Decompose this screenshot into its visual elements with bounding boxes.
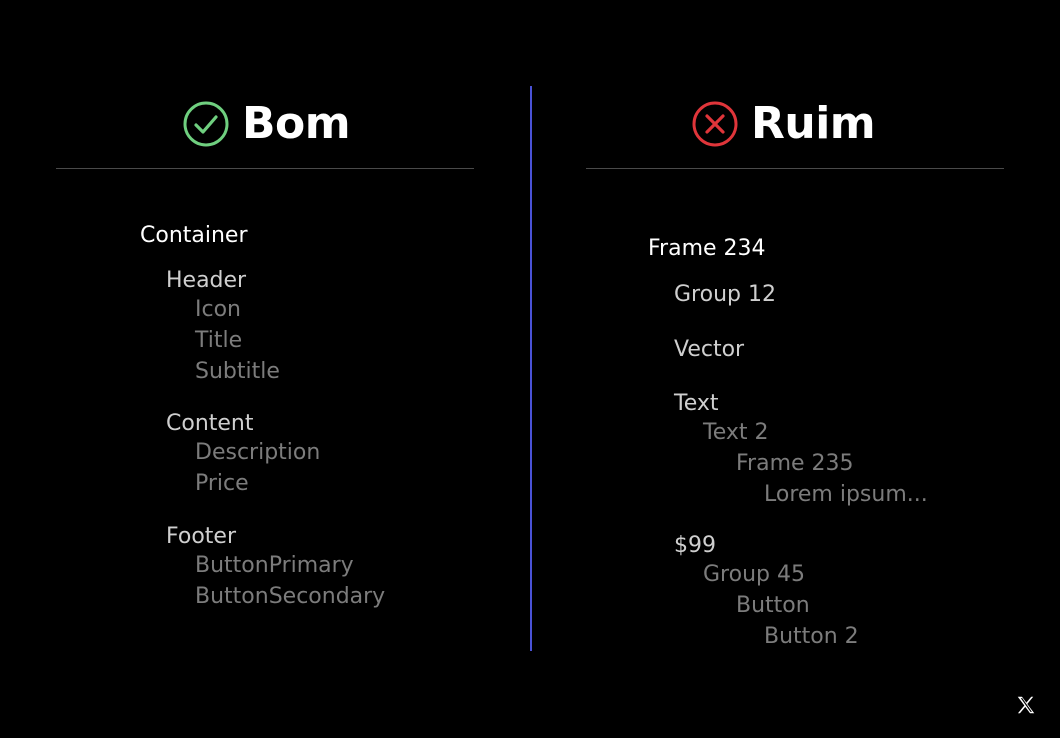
bad-item-vector: Vector <box>674 337 745 362</box>
bad-item-group-45: Group 45 <box>703 562 805 587</box>
bad-underline <box>586 168 1004 169</box>
good-item-button-primary: ButtonPrimary <box>195 553 354 578</box>
bad-item-text-2: Text 2 <box>703 420 769 445</box>
good-underline <box>56 168 474 169</box>
bad-item-group-12: Group 12 <box>674 282 776 307</box>
bad-item-button: Button <box>736 593 810 618</box>
good-group-content: Content <box>166 411 254 436</box>
x-circle-icon <box>692 101 738 147</box>
x-logo-icon <box>1017 696 1035 714</box>
good-group-footer: Footer <box>166 524 236 549</box>
bad-item-lorem: Lorem ipsum... <box>764 482 928 507</box>
good-title: Bom <box>242 98 351 149</box>
check-circle-icon <box>183 101 229 147</box>
bad-heading: Ruim <box>691 94 876 154</box>
bad-tree-root: Frame 234 <box>648 236 766 261</box>
bad-item-frame-235: Frame 235 <box>736 451 854 476</box>
bad-title: Ruim <box>751 98 876 149</box>
good-group-header: Header <box>166 268 247 293</box>
good-tree-root: Container <box>140 223 248 248</box>
bad-item-button-2: Button 2 <box>764 624 859 649</box>
good-item-button-secondary: ButtonSecondary <box>195 584 386 609</box>
bad-item-price: $99 <box>674 533 716 558</box>
good-item-subtitle: Subtitle <box>195 359 280 384</box>
good-item-price: Price <box>195 471 249 496</box>
column-divider <box>530 86 532 651</box>
good-item-description: Description <box>195 440 321 465</box>
bad-item-text: Text <box>674 391 719 416</box>
good-item-icon: Icon <box>195 297 241 322</box>
good-heading: Bom <box>182 94 351 154</box>
good-item-title: Title <box>195 328 243 353</box>
